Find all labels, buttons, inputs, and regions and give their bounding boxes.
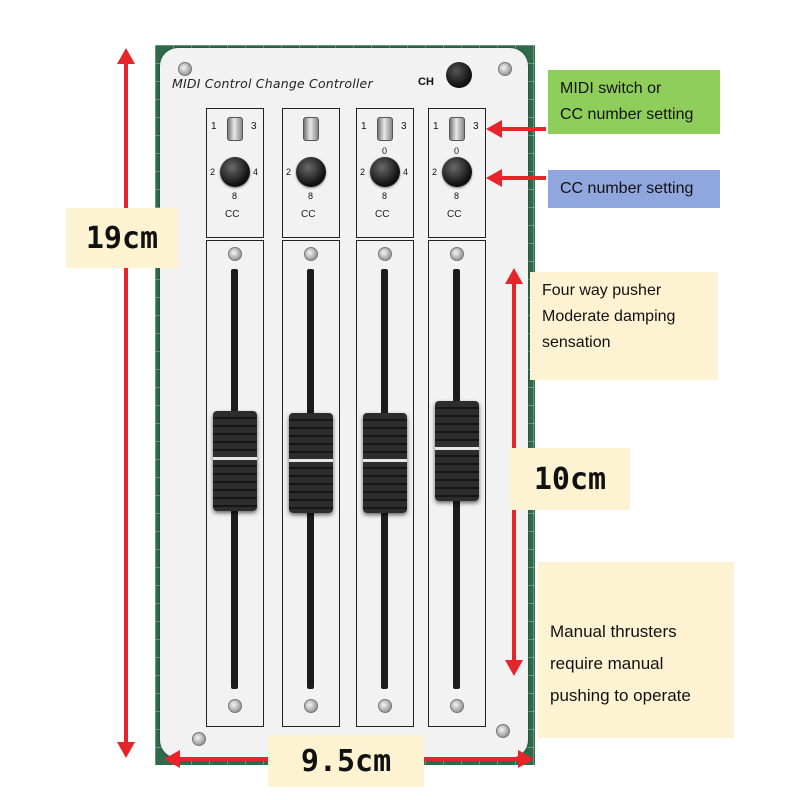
knob-label-right: 4 — [403, 167, 409, 177]
fader-knob[interactable] — [363, 413, 407, 513]
channel-strip-3: 1 3 0 2 4 8 CC — [356, 108, 416, 728]
note-line: Four way pusher — [542, 282, 662, 299]
controller-panel: MIDI Control Change Controller CH 1 3 2 … — [160, 48, 528, 758]
fader-knob[interactable] — [289, 413, 333, 513]
cc-number-knob[interactable] — [296, 157, 326, 187]
channel-strip-1: 1 3 2 4 8 CC — [206, 108, 266, 728]
fader-indicator — [289, 459, 333, 462]
knob-label-left: 2 — [432, 167, 438, 177]
pusher-note: Four way pusher Moderate damping sensati… — [530, 272, 718, 380]
slot-screw — [450, 699, 464, 713]
knob-label-bottom: 8 — [382, 191, 388, 201]
note-line: pushing to operate — [550, 686, 691, 705]
midi-toggle-switch[interactable] — [303, 117, 319, 141]
cc-number-knob[interactable] — [370, 157, 400, 187]
midi-toggle-switch[interactable] — [227, 117, 243, 141]
cc-setting-box: 2 8 CC — [282, 108, 340, 238]
knob-label-bottom: 8 — [454, 191, 460, 201]
slot-screw — [304, 699, 318, 713]
midi-toggle-switch[interactable] — [377, 117, 393, 141]
note-line: CC number setting — [560, 106, 694, 123]
slot-screw — [450, 247, 464, 261]
note-line: sensation — [542, 334, 611, 351]
knob-label-left: 2 — [286, 167, 292, 177]
knob-label-bottom: 8 — [308, 191, 314, 201]
fader-slot — [206, 240, 264, 727]
midi-toggle-switch[interactable] — [449, 117, 465, 141]
corner-screw — [496, 724, 510, 738]
knob-label-left: 2 — [360, 167, 366, 177]
midi-switch-note: MIDI switch or CC number setting — [548, 70, 720, 134]
slot-screw — [228, 699, 242, 713]
fader-indicator — [435, 447, 479, 450]
cc-label: CC — [301, 209, 316, 220]
note-line: Moderate damping — [542, 308, 676, 325]
knob-label-right: 4 — [253, 167, 259, 177]
cc-number-knob[interactable] — [442, 157, 472, 187]
cc-number-knob[interactable] — [220, 157, 250, 187]
toggle-label-left: 1 — [211, 121, 217, 132]
slot-screw — [378, 247, 392, 261]
knob-label-bottom: 8 — [232, 191, 238, 201]
corner-screw — [498, 62, 512, 76]
note-line: require manual — [550, 654, 664, 673]
height-arrow — [117, 48, 135, 758]
corner-screw — [178, 62, 192, 76]
slider-length-label: 10cm — [510, 448, 630, 510]
cc-number-note: CC number setting — [548, 170, 720, 208]
manual-note: Manual thrusters require manual pushing … — [538, 562, 734, 738]
slot-screw — [304, 247, 318, 261]
slot-screw — [228, 247, 242, 261]
cc-number-pointer — [486, 169, 546, 187]
toggle-label-left: 1 — [361, 121, 367, 132]
cc-label: CC — [375, 209, 390, 220]
knob-label-top: 0 — [382, 146, 388, 156]
fader-indicator — [213, 457, 257, 460]
midi-switch-pointer — [486, 120, 546, 138]
panel-title: MIDI Control Change Controller — [172, 76, 373, 91]
cc-setting-box: 1 3 0 2 8 CC — [428, 108, 486, 238]
corner-screw — [192, 732, 206, 746]
slot-screw — [378, 699, 392, 713]
knob-label-top: 0 — [454, 146, 460, 156]
fader-indicator — [363, 459, 407, 462]
toggle-label-right: 3 — [473, 121, 479, 132]
fader-slot — [356, 240, 414, 727]
toggle-label-right: 3 — [251, 121, 257, 132]
fader-knob[interactable] — [435, 401, 479, 501]
cc-setting-box: 1 3 2 4 8 CC — [206, 108, 264, 238]
channel-strip-2: 2 8 CC — [282, 108, 342, 728]
height-label: 19cm — [66, 208, 178, 268]
toggle-label-right: 3 — [401, 121, 407, 132]
note-line: CC number setting — [560, 180, 694, 197]
note-line: Manual thrusters — [550, 622, 677, 641]
cc-setting-box: 1 3 0 2 4 8 CC — [356, 108, 414, 238]
width-label: 9.5cm — [268, 735, 424, 787]
fader-slot — [428, 240, 486, 727]
ch-knob[interactable] — [446, 62, 472, 88]
cc-label: CC — [225, 209, 240, 220]
channel-strip-4: 1 3 0 2 8 CC — [428, 108, 488, 728]
note-line: MIDI switch or — [560, 80, 662, 97]
cc-label: CC — [447, 209, 462, 220]
knob-label-left: 2 — [210, 167, 216, 177]
fader-knob[interactable] — [213, 411, 257, 511]
fader-slot — [282, 240, 340, 727]
toggle-label-left: 1 — [433, 121, 439, 132]
ch-label: CH — [418, 76, 434, 88]
